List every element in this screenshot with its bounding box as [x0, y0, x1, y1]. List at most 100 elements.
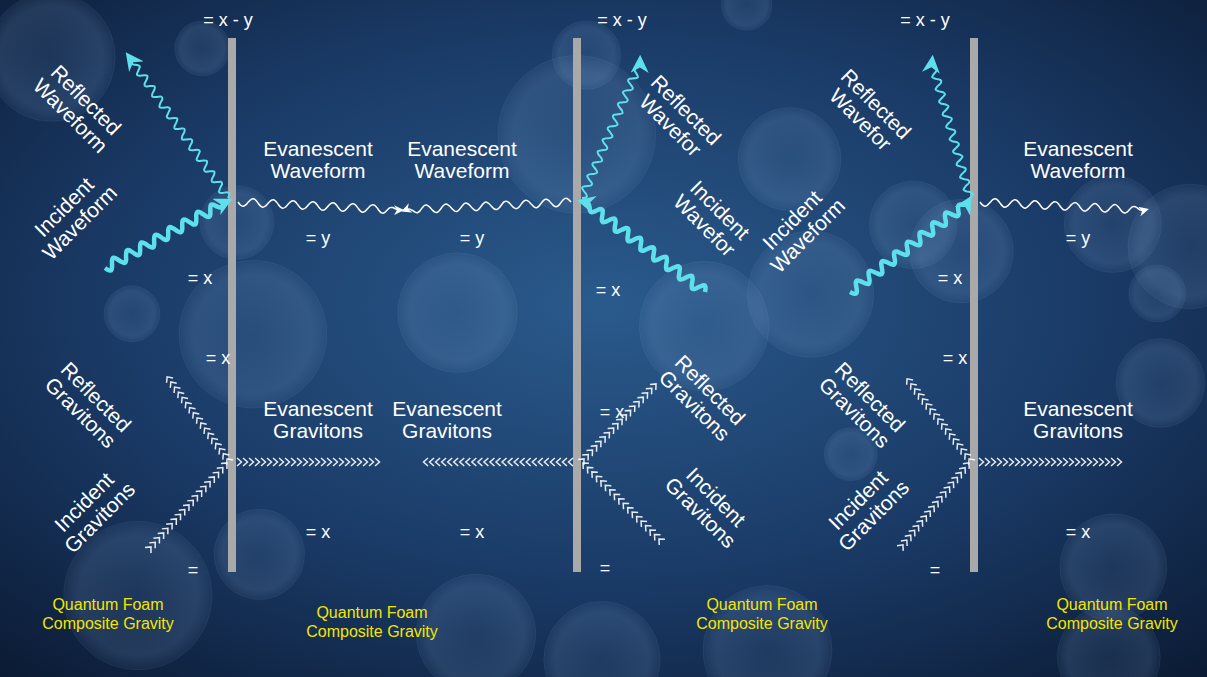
wave-label: Evanescent Gravitons [253, 398, 383, 442]
graviton-chevron [939, 421, 948, 429]
value-label: = [600, 559, 611, 578]
graviton-chevron [164, 374, 173, 382]
graviton-chevron [901, 537, 910, 546]
graviton-chevron [153, 535, 162, 544]
graviton-chevron [1003, 458, 1008, 466]
waveform-arrow [932, 62, 973, 198]
graviton-chevron [1093, 458, 1098, 466]
graviton-chevron [216, 446, 225, 454]
wave-label: Evanescent Waveform [253, 138, 383, 182]
graviton-chevron [928, 504, 937, 513]
graviton-chevron [997, 458, 1002, 466]
graviton-chevron [243, 458, 248, 466]
graviton-chevron [1099, 458, 1104, 466]
graviton-chevron [963, 460, 972, 469]
barrier-bar [573, 38, 581, 572]
graviton-chevron [920, 513, 929, 522]
graviton-chevron [448, 458, 453, 466]
graviton-chevron [204, 479, 213, 488]
waveform-arrow [980, 199, 1145, 213]
graviton-chevron [442, 458, 447, 466]
graviton-chevron [145, 544, 154, 553]
graviton-chevron [297, 458, 302, 466]
region-label: Quantum Foam Composite Gravity [297, 603, 447, 641]
region-label: Quantum Foam Composite Gravity [1037, 595, 1187, 633]
graviton-chevron [932, 499, 941, 508]
graviton-chevron [943, 426, 952, 434]
graviton-chevron [237, 458, 242, 466]
graviton-chevron [985, 458, 990, 466]
graviton-chevron [171, 385, 180, 393]
bokeh-circle [179, 260, 327, 408]
value-label: = x [938, 269, 963, 288]
graviton-chevron [183, 502, 192, 511]
value-label: = y [1066, 229, 1091, 248]
graviton-chevron [190, 410, 199, 418]
graviton-chevron [170, 516, 179, 525]
graviton-chevron [363, 458, 368, 466]
graviton-chevron [913, 523, 922, 532]
graviton-chevron [436, 458, 441, 466]
graviton-chevron [607, 487, 616, 496]
value-label: = x [188, 269, 213, 288]
graviton-chevron [213, 470, 222, 479]
graviton-chevron [544, 458, 549, 466]
graviton-chevron [1087, 458, 1092, 466]
graviton-chevron [603, 430, 612, 439]
graviton-chevron [514, 458, 519, 466]
graviton-chevron [959, 465, 968, 474]
graviton-chevron [647, 527, 656, 536]
bokeh-circle [1128, 184, 1207, 308]
graviton-chevron [502, 458, 507, 466]
graviton-chevron [255, 458, 260, 466]
graviton-chevron [916, 518, 925, 527]
graviton-chevron [598, 478, 607, 487]
graviton-chevron [201, 426, 210, 434]
graviton-chevron [634, 514, 643, 523]
waveform-arrow [238, 199, 400, 213]
graviton-chevron [594, 474, 603, 483]
graviton-chevron [1117, 458, 1122, 466]
graviton-chevron [273, 458, 278, 466]
graviton-chevron [351, 458, 356, 466]
graviton-chevron [646, 386, 655, 395]
graviton-chevron [947, 431, 956, 439]
graviton-chevron [472, 458, 477, 466]
graviton-chevron [198, 421, 207, 429]
graviton-chevron [179, 395, 188, 403]
graviton-chevron [550, 458, 555, 466]
value-label: = y [460, 229, 485, 248]
graviton-chevron [927, 406, 936, 414]
graviton-chevron [587, 447, 596, 456]
graviton-chevron [478, 458, 483, 466]
graviton-chevron [291, 458, 296, 466]
graviton-chevron [496, 458, 501, 466]
graviton-chevron [595, 439, 604, 448]
value-label: = [188, 561, 199, 580]
graviton-chevron [267, 458, 272, 466]
graviton-chevron [454, 458, 459, 466]
graviton-chevron [625, 505, 634, 514]
graviton-chevron [309, 458, 314, 466]
graviton-chevron [187, 498, 196, 507]
graviton-chevron [962, 451, 971, 459]
value-label: = x [206, 349, 231, 368]
graviton-chevron [919, 396, 928, 404]
graviton-chevron [196, 488, 205, 497]
graviton-chevron [958, 446, 967, 454]
graviton-chevron [562, 458, 567, 466]
graviton-chevron [1111, 458, 1116, 466]
graviton-chevron [508, 458, 513, 466]
graviton-chevron [951, 475, 960, 484]
graviton-chevron [1021, 458, 1026, 466]
graviton-chevron [200, 484, 209, 493]
graviton-chevron [424, 458, 429, 466]
graviton-chevron [303, 458, 308, 466]
graviton-chevron [175, 512, 184, 521]
graviton-chevron [612, 421, 621, 430]
graviton-chevron [221, 460, 230, 469]
bokeh-circle [721, 0, 771, 30]
graviton-chevron [637, 394, 646, 403]
